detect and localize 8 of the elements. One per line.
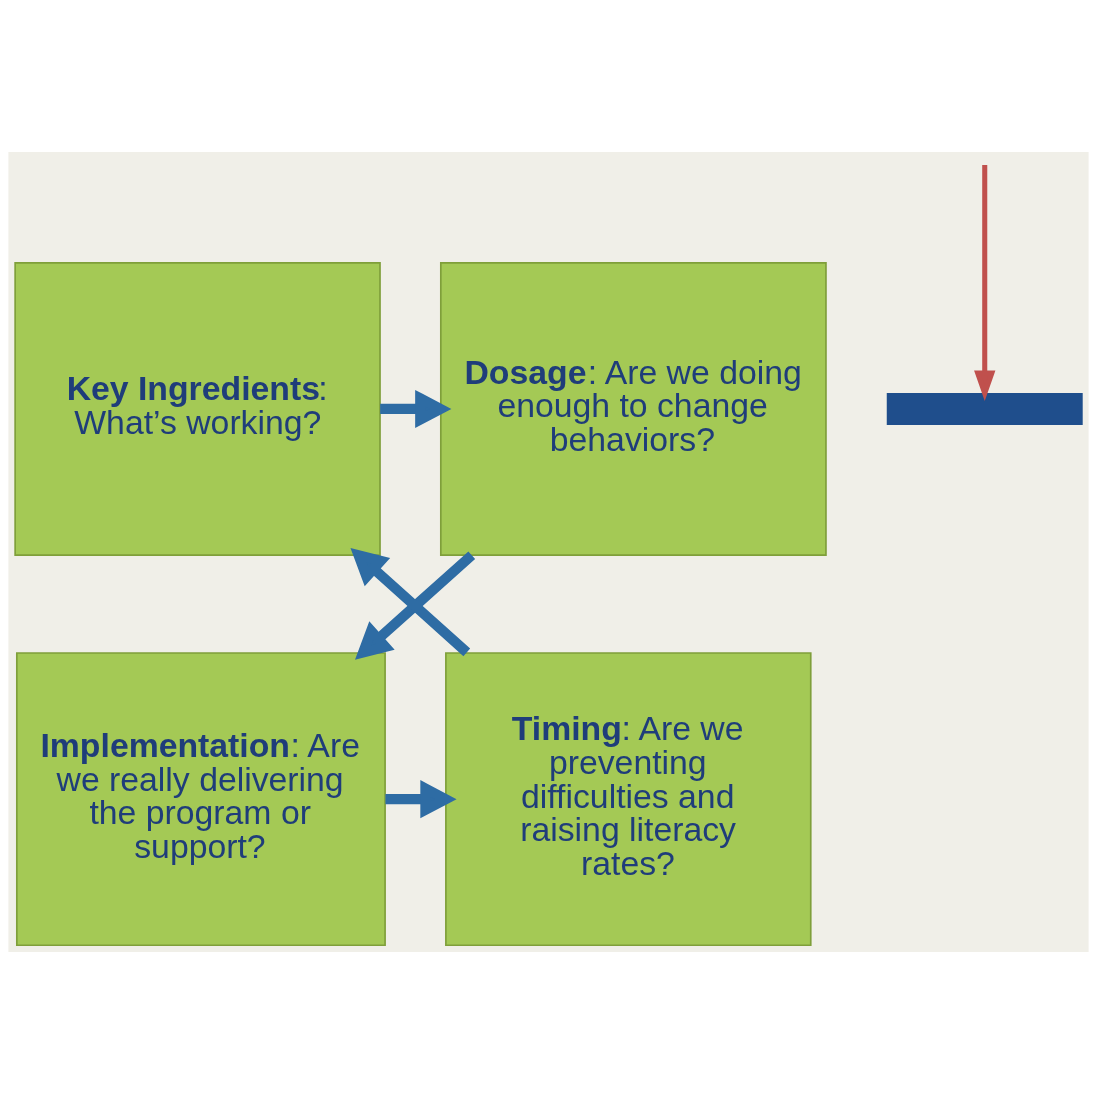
node-box: Key Ingredients: What’s working? [14,261,381,556]
node-box: Implementation: Are we really delivering the program or support? [16,652,386,947]
node-box: Dosage: Are we doing enough to change behaviors? [439,261,827,556]
node-box: Timing: Are we preventing difficulties and raising literacy rates? [445,652,812,947]
arrow [380,389,452,428]
arrow [974,165,996,401]
node-bar [886,392,1083,425]
arrow [385,780,457,819]
